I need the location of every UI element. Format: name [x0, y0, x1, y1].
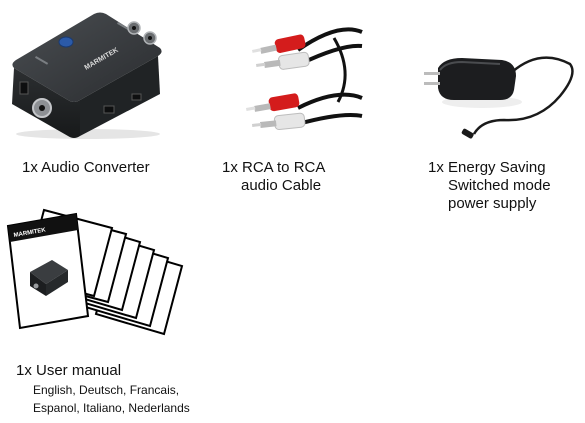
manual-languages: English, Deutsch, Francais, Espanol, Ita… [33, 381, 190, 417]
language-line: English, Deutsch, Francais, [33, 383, 180, 397]
caption-line: audio Cable [241, 177, 322, 194]
rca-cable-caption: 1x RCA to RCA audio Cable [222, 159, 325, 195]
audio-converter-image: MARMITEK [8, 8, 166, 140]
caption-line: 1x Energy Saving [428, 159, 546, 176]
caption-line: 1x RCA to RCA [222, 159, 326, 176]
caption-line: Switched mode [448, 177, 551, 194]
caption-line: 1x Audio Converter [22, 159, 150, 176]
caption-line: power supply [448, 195, 537, 212]
caption-line: 1x User manual [16, 362, 122, 379]
user-manual-caption: 1x User manual [16, 362, 121, 380]
power-supply-caption: 1x Energy Saving Switched mode power sup… [428, 159, 551, 213]
manual-brand-label: MARMITEK [13, 227, 47, 239]
audio-converter-caption: 1x Audio Converter [22, 159, 150, 177]
language-line: Espanol, Italiano, Nederlands [33, 401, 190, 415]
user-manual-image: MARMITEK [6, 206, 184, 342]
power-supply-image [420, 50, 580, 148]
rca-cable-image [238, 22, 364, 144]
